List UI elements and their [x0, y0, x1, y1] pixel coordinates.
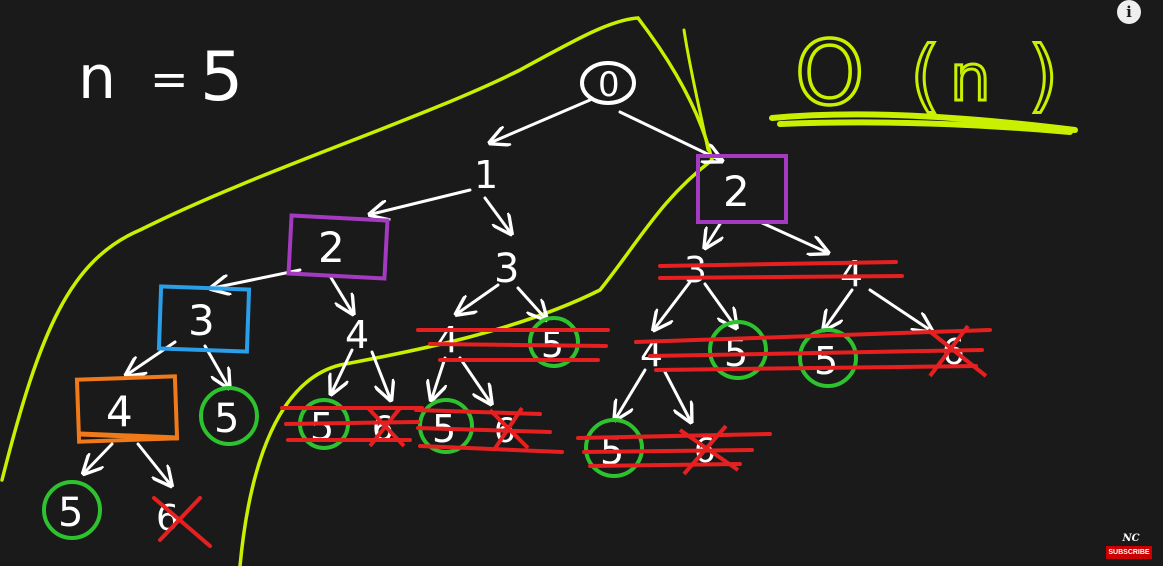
leaf-5-green-circle [42, 480, 102, 540]
node-1-2-4-label: 4 [345, 313, 369, 357]
node-1-label: 1 [474, 153, 498, 197]
root-node-oval [580, 61, 636, 105]
channel-logo[interactable]: NC [1122, 533, 1140, 544]
node-1-3-label: 3 [494, 246, 519, 292]
node-4-label: 4 [106, 387, 133, 436]
leaf-5-label: 5 [58, 490, 83, 536]
node-2-box-purple [696, 154, 788, 224]
complexity-annotation: O ( n ) [769, 20, 1078, 135]
open-paren: ( [910, 31, 940, 121]
node-1-2-box-purple [286, 213, 390, 281]
big-o-letter: O [795, 22, 864, 125]
orange-box-underline [79, 431, 179, 441]
highlight-region-tail [682, 28, 710, 152]
leaf-6-cross [152, 496, 212, 548]
highlight-region-outline [0, 16, 714, 566]
equals-sign: = [150, 52, 189, 106]
svg-text:4: 4 [436, 320, 459, 361]
complexity-underline [769, 111, 1078, 135]
svg-text:5: 5 [310, 405, 334, 449]
svg-text:5: 5 [814, 339, 838, 383]
info-icon[interactable]: i [1117, 0, 1141, 24]
node-5-green-circle [199, 386, 259, 446]
n-value: 5 [200, 38, 243, 117]
red-strike-lines [280, 260, 992, 468]
node-2-label: 2 [723, 167, 750, 216]
memoized-branch-2: 3 4 4 5 5 6 5 6 [584, 250, 988, 478]
node-3-box-blue [156, 284, 252, 354]
n-variable: n [78, 43, 116, 113]
node-4-box-orange [74, 374, 180, 444]
complexity-var: n [950, 42, 991, 116]
close-paren: ) [1028, 31, 1058, 121]
tree-edges [85, 98, 930, 484]
subscribe-button[interactable]: SUBSCRIBE [1106, 546, 1152, 559]
svg-text:3: 3 [684, 250, 707, 291]
node-1-2-label: 2 [318, 223, 345, 272]
node-5-label: 5 [214, 396, 239, 442]
node-3-label: 3 [188, 296, 215, 345]
root-node-label: 0 [598, 65, 620, 105]
